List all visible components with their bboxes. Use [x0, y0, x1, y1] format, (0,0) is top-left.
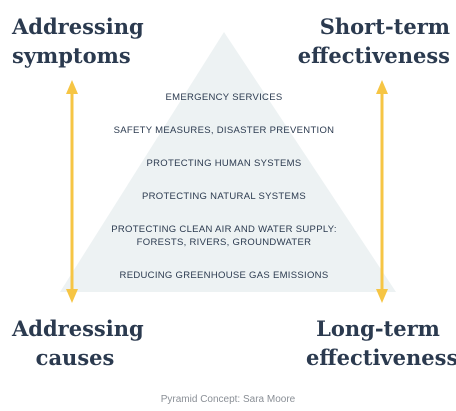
level-text: REDUCING GREENHOUSE GAS EMISSIONS — [119, 270, 329, 281]
addressing-symptoms-label: Addressing symptoms — [12, 12, 144, 70]
level-text: SAFETY MEASURES, DISASTER PREVENTION — [113, 125, 335, 136]
addressing-causes-label: Addressing causes — [12, 314, 144, 372]
level-text: EMERGENCY SERVICES — [165, 92, 283, 103]
level-text: PROTECTING NATURAL SYSTEMS — [141, 191, 307, 202]
level-text: PROTECTING HUMAN SYSTEMS — [146, 158, 302, 169]
corner-line: Short-term — [319, 14, 450, 39]
level-reducing-emissions: REDUCING GREENHOUSE GAS EMISSIONS — [96, 269, 352, 282]
level-safety-measures: SAFETY MEASURES, DISASTER PREVENTION — [96, 124, 352, 137]
level-clean-air-water: PROTECTING CLEAN AIR AND WATER SUPPLY: F… — [96, 223, 352, 249]
left-double-arrow — [66, 80, 78, 303]
corner-line: causes — [35, 345, 115, 370]
short-term-effectiveness-label: Short-term effectiveness — [298, 12, 450, 70]
corner-line: Long-term — [316, 316, 440, 341]
corner-line: effectiveness — [306, 345, 456, 370]
pyramid-shape — [60, 32, 396, 292]
long-term-effectiveness-label: Long-term effectiveness — [306, 314, 456, 372]
corner-line: Addressing — [12, 14, 144, 39]
credit-footer: Pyramid Concept: Sara Moore — [160, 394, 296, 405]
level-protecting-human-systems: PROTECTING HUMAN SYSTEMS — [96, 157, 352, 170]
level-text: PROTECTING CLEAN AIR AND WATER SUPPLY: — [111, 224, 337, 235]
corner-line: Addressing — [12, 316, 144, 341]
level-protecting-natural-systems: PROTECTING NATURAL SYSTEMS — [96, 190, 352, 203]
corner-line: symptoms — [12, 43, 131, 68]
right-double-arrow — [376, 80, 388, 303]
level-emergency-services: EMERGENCY SERVICES — [96, 91, 352, 104]
level-text: FORESTS, RIVERS, GROUNDWATER — [136, 237, 312, 248]
corner-line: effectiveness — [297, 43, 450, 68]
